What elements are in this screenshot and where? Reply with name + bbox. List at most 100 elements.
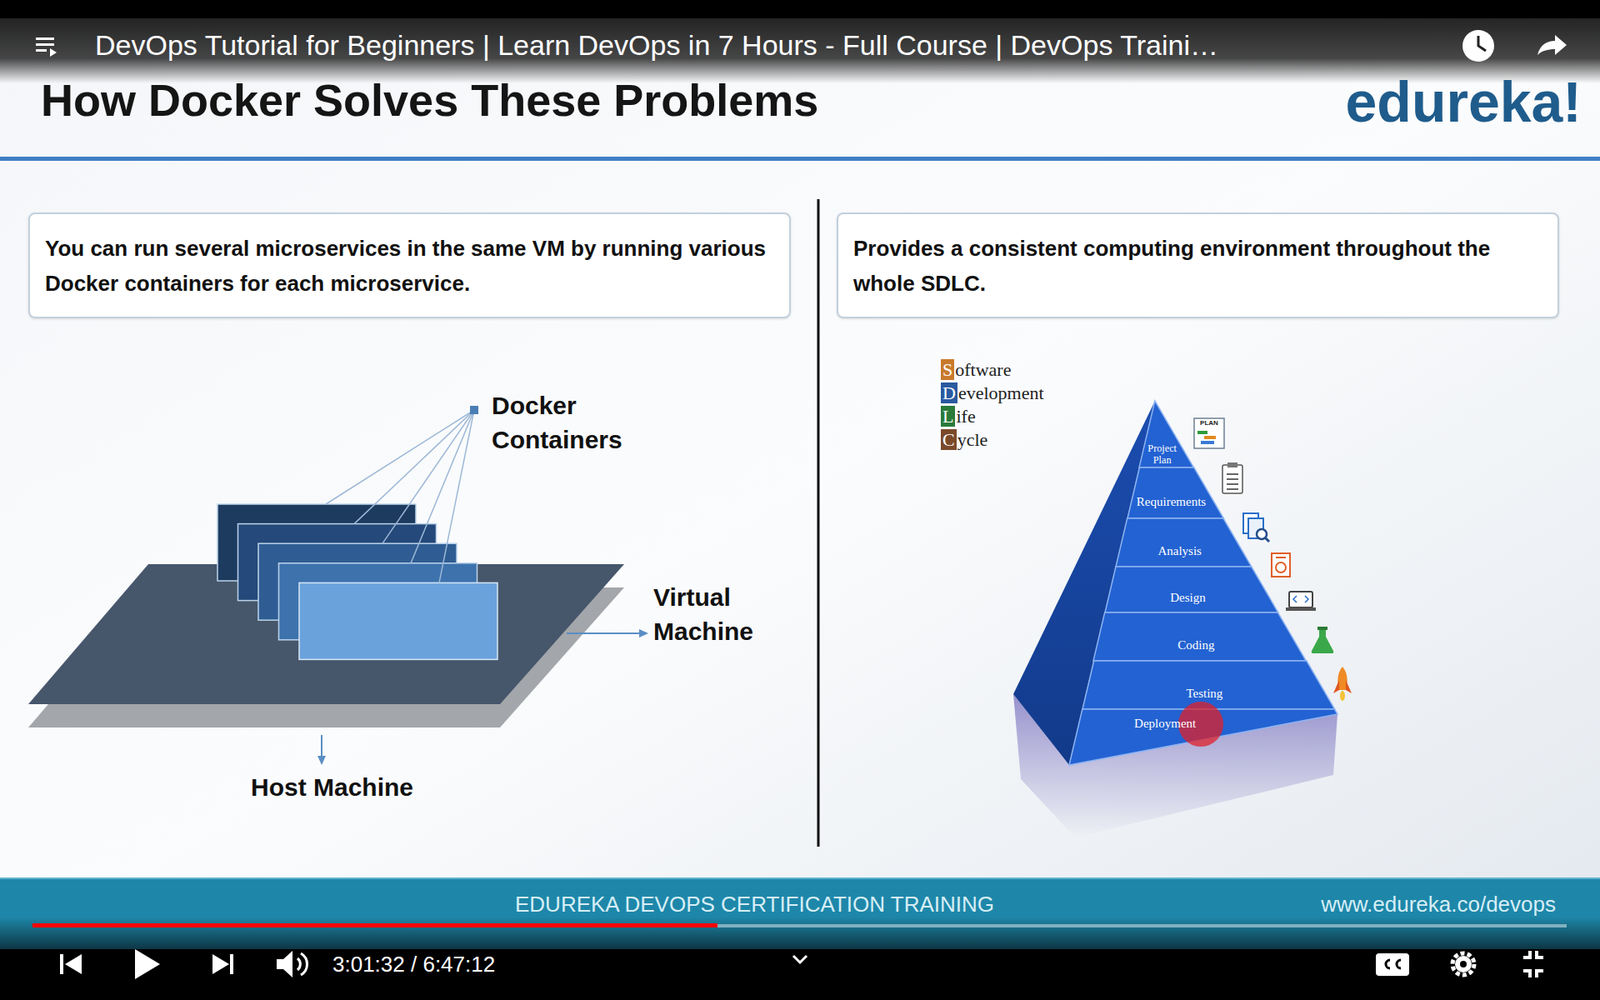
video-title: DevOps Tutorial for Beginners | Learn De… (95, 27, 1219, 63)
plan-icon (1204, 435, 1216, 440)
box-text: Provides a consistent computing environm… (853, 230, 1543, 301)
fullscreen-icon (1523, 950, 1544, 978)
footer-url: www.edureka.co/devops (1320, 891, 1556, 917)
band-fill (1115, 518, 1252, 567)
band-fill (1127, 467, 1224, 519)
previous-icon (65, 954, 82, 975)
next-icon (230, 954, 234, 975)
clipboard-icon (1222, 465, 1243, 494)
leader-arrow (639, 629, 649, 638)
clipboard-icon (1226, 473, 1239, 475)
acronym-line: Cycle (940, 428, 988, 452)
band-fill (1093, 612, 1306, 661)
clipboard-icon (1226, 483, 1239, 485)
band-shape (1082, 660, 1335, 710)
leader-line (439, 410, 475, 583)
design-icon (1271, 553, 1290, 577)
divider-line (817, 199, 820, 847)
band-shape (1115, 518, 1252, 567)
virtual-machine-plane (28, 564, 625, 705)
deploy-icon (1333, 680, 1340, 694)
band-label: Testing (1185, 685, 1223, 701)
controls-shade (0, 916, 1600, 950)
band-shape (1105, 566, 1279, 613)
design-icon (1275, 562, 1286, 573)
container-block (299, 582, 498, 660)
playlist-icon (35, 43, 55, 46)
plan-icon (1200, 440, 1215, 445)
band-label: Analysis (1157, 543, 1202, 559)
progress-track (32, 924, 1567, 928)
settings-icon (1460, 960, 1467, 968)
clipboard-icon (1226, 488, 1239, 490)
band-fill (1139, 400, 1194, 468)
leader-line (325, 410, 475, 505)
callout-label: Docker Containers (491, 388, 635, 457)
playlist-icon (50, 48, 57, 57)
deploy-icon (1340, 690, 1345, 701)
leader-line (410, 410, 475, 564)
callout-label: Host Machine (250, 770, 414, 805)
testing-icon (1317, 626, 1328, 630)
pyramid-band: Testing (1082, 660, 1335, 710)
coding-icon (1293, 595, 1309, 603)
host-machine-plane (28, 587, 625, 728)
progress-played (32, 923, 718, 928)
pyramid-band: Deployment (1069, 709, 1338, 765)
volume-icon (300, 953, 308, 975)
band-shape (1127, 467, 1224, 519)
plan-icon (1197, 430, 1208, 435)
acronym-line: Software (940, 358, 1011, 382)
leader-marker (470, 405, 479, 415)
pyramid-band: Analysis (1115, 518, 1252, 567)
captions-icon (1385, 960, 1390, 969)
previous-icon (60, 954, 64, 975)
controls-bar (0, 949, 1600, 1000)
band-label: Deployment (1134, 715, 1196, 731)
leader-arrow (320, 735, 323, 759)
play-icon (135, 949, 160, 980)
playlist-icon (35, 49, 47, 52)
time-display: 3:01:32 / 6:47:12 (332, 951, 495, 977)
text-box: You can run several microservices in the… (28, 212, 791, 319)
pyramid-reflection (1013, 694, 1338, 838)
container-block (258, 543, 457, 620)
volume-icon (297, 958, 300, 970)
leader-line (354, 410, 475, 525)
container-block (238, 524, 437, 601)
pyramid-band: Requirements (1127, 467, 1224, 519)
container-block (279, 563, 478, 640)
box-text: You can run several microservices in the… (45, 230, 775, 301)
clipboard-icon (1227, 462, 1238, 468)
analysis-icon (1243, 513, 1259, 534)
leader-arrow (566, 632, 642, 635)
plan-icon (1194, 418, 1225, 449)
pyramid-band: Coding (1093, 612, 1306, 661)
chevron-icon (793, 955, 807, 963)
next-icon (212, 954, 230, 975)
clipboard-icon (1226, 478, 1239, 480)
captions-icon (1375, 953, 1410, 976)
design-icon (1275, 556, 1286, 559)
band-shape (1069, 709, 1338, 765)
analysis-icon (1265, 537, 1270, 542)
footer-bar (0, 877, 1600, 950)
slide-ground (0, 16, 1600, 950)
coding-icon (1289, 591, 1313, 608)
icon-caption: PLAN (1194, 419, 1225, 428)
band-fill (1105, 566, 1279, 613)
volume-icon (276, 950, 293, 978)
playlist-icon (35, 37, 55, 40)
band-shape (1093, 612, 1306, 661)
brand-logo: edureka! (1345, 72, 1582, 131)
text-box: Provides a consistent computing environm… (836, 212, 1560, 319)
clock-icon (1478, 35, 1486, 51)
slide-title: How Docker Solves These Problems (40, 75, 819, 125)
analysis-icon (1248, 518, 1264, 539)
pyramid-band: Design (1105, 566, 1279, 613)
letterbox-bar (0, 0, 1600, 19)
analysis-icon (1256, 529, 1267, 540)
